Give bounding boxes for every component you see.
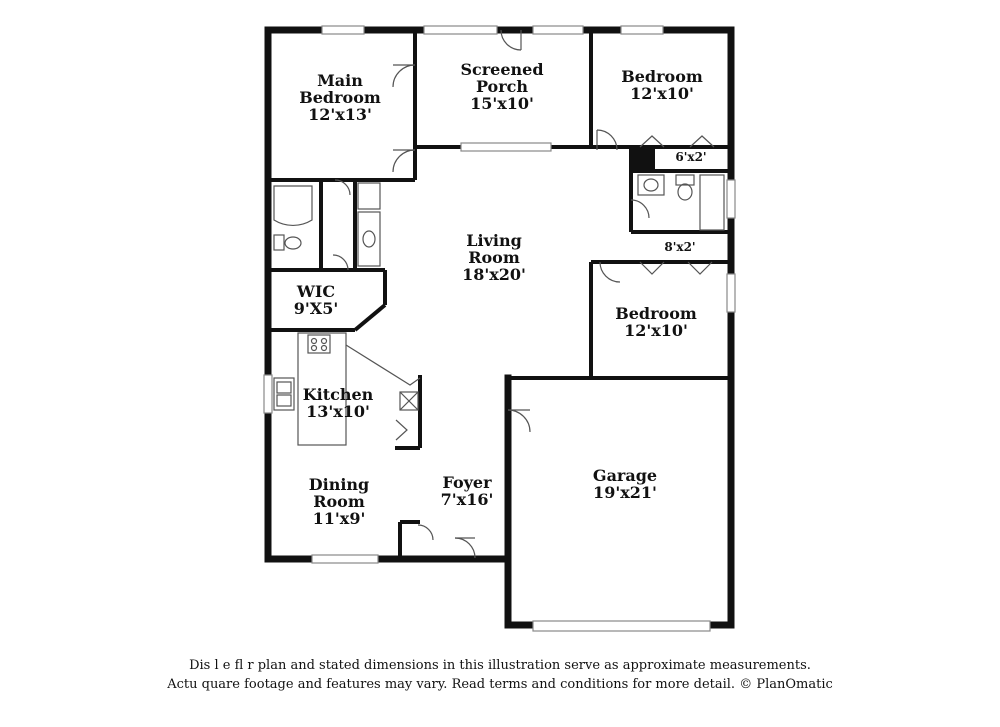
closet-mid-dims: 8'x2': [664, 240, 696, 254]
kitchen-dims: 13'x10': [306, 402, 370, 421]
bathtub-icon: [699, 174, 725, 231]
disclaimer-line-1: Dis l e fl r plan and stated dimensions …: [189, 658, 811, 673]
room-garage: Garage 19'x21': [593, 467, 657, 501]
main-bedroom-dims: 12'x13': [308, 105, 372, 124]
foyer-dims: 7'x16': [440, 490, 494, 509]
disclaimer: Dis l e fl r plan and stated dimensions …: [0, 656, 1000, 694]
bath-sink-icon: [637, 174, 665, 196]
room-bedroom-top: Bedroom 12'x10': [621, 68, 703, 102]
room-kitchen: Kitchen 13'x10': [303, 386, 374, 420]
disclaimer-line-2: Actu quare footage and features may vary…: [167, 677, 833, 692]
main-bedroom-name-2: Bedroom: [299, 88, 381, 107]
porch-name-1: Screened: [460, 60, 544, 79]
garage-name: Garage: [592, 466, 658, 485]
room-wic: WIC 9'X5': [294, 283, 338, 317]
garage-dims: 19'x21': [593, 483, 657, 502]
room-foyer: Foyer 7'x16': [441, 474, 494, 508]
kitchen-counter-icon: [297, 332, 347, 446]
main-bedroom-name-1: Main: [317, 71, 363, 90]
foyer-name: Foyer: [442, 473, 492, 492]
kitchen-name: Kitchen: [302, 385, 374, 404]
interior-walls: [268, 30, 731, 559]
pantry-icon: [399, 391, 419, 411]
room-bedroom-bottom: Bedroom 12'x10': [615, 305, 697, 339]
closet-top-dims: 6'x2': [675, 150, 707, 164]
dining-name-1: Dining: [308, 475, 370, 494]
living-dims: 18'x20': [462, 265, 526, 284]
porch-name-2: Porch: [475, 77, 529, 96]
hvac-block: [633, 149, 655, 169]
kitchen-sink-icon: [273, 377, 295, 411]
dining-name-2: Room: [313, 492, 365, 511]
stove-icon: [307, 334, 331, 354]
living-name-1: Living: [466, 231, 522, 250]
wic-dims: 9'X5': [293, 299, 339, 318]
bath-toilet-icon: [675, 174, 695, 186]
shower-icon: [357, 182, 381, 210]
room-dining-room: Dining Room 11'x9': [309, 476, 369, 527]
toilet-icon: [273, 234, 285, 251]
bedroom-top-dims: 12'x10': [630, 84, 694, 103]
corner-tub-icon: [273, 185, 313, 226]
wic-name: WIC: [296, 282, 336, 301]
bedroom-top-name: Bedroom: [621, 67, 703, 86]
room-main-bedroom: Main Bedroom 12'x13': [299, 72, 381, 123]
fixtures: [273, 174, 725, 446]
room-screened-porch: Screened Porch 15'x10': [460, 61, 543, 112]
bedroom-bottom-name: Bedroom: [615, 304, 697, 323]
door-swings: [332, 29, 715, 559]
dining-dims: 11'x9': [312, 509, 366, 528]
room-living-room: Living Room 18'x20': [462, 232, 526, 283]
porch-dims: 15'x10': [470, 94, 534, 113]
windows: [263, 25, 736, 632]
living-name-2: Room: [468, 248, 520, 267]
bedroom-bottom-dims: 12'x10': [624, 321, 688, 340]
vanity-icon: [357, 211, 381, 267]
